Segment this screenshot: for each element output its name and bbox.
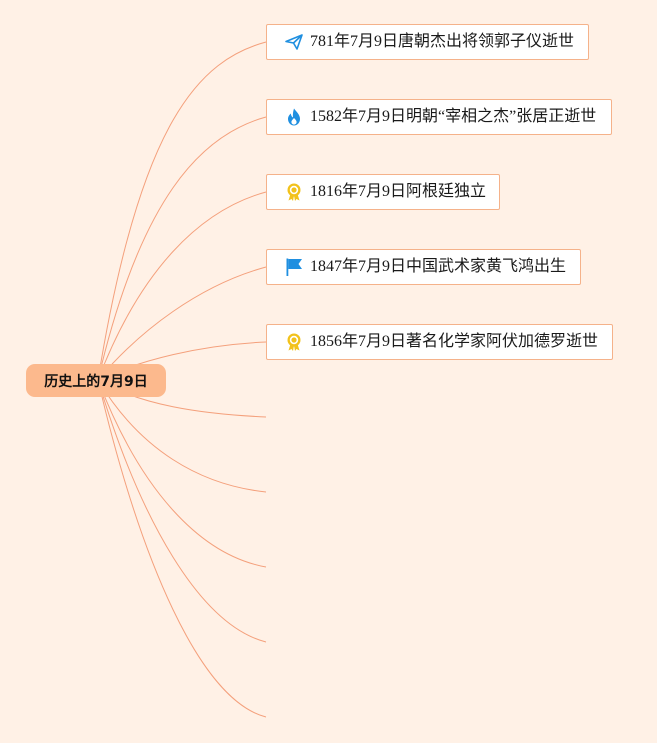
award-ribbon-icon [284,182,304,202]
event-node-1847[interactable]: 1847年7月9日中国武术家黄飞鸿出生 [266,249,581,285]
flame-icon [284,107,304,127]
event-label: 781年7月9日唐朝杰出将领郭子仪逝世 [310,33,575,50]
event-node-781[interactable]: 781年7月9日唐朝杰出将领郭子仪逝世 [266,24,589,60]
link-4 [97,266,267,381]
award-ribbon-icon [284,332,304,352]
link-3 [97,191,267,381]
link-2 [97,116,267,381]
event-label: 1816年7月9日阿根廷独立 [310,183,487,200]
event-node-1856[interactable]: 1856年7月9日著名化学家阿伏加德罗逝世 [266,324,613,360]
paper-plane-icon [284,32,304,52]
link-8 [97,379,267,568]
event-node-1816[interactable]: 1816年7月9日阿根廷独立 [266,174,500,210]
link-7 [97,379,267,493]
event-label: 1856年7月9日著名化学家阿伏加德罗逝世 [310,333,599,350]
event-label: 1847年7月9日中国武术家黄飞鸿出生 [310,258,567,275]
link-9 [97,379,267,643]
root-topic[interactable]: 历史上的7月9日 [26,364,166,397]
event-node-1582[interactable]: 1582年7月9日明朝“宰相之杰”张居正逝世 [266,99,612,135]
root-topic-label: 历史上的7月9日 [44,373,148,390]
link-1 [97,41,267,381]
flag-icon [284,257,304,277]
event-label: 1582年7月9日明朝“宰相之杰”张居正逝世 [310,108,597,125]
link-10 [97,379,267,718]
